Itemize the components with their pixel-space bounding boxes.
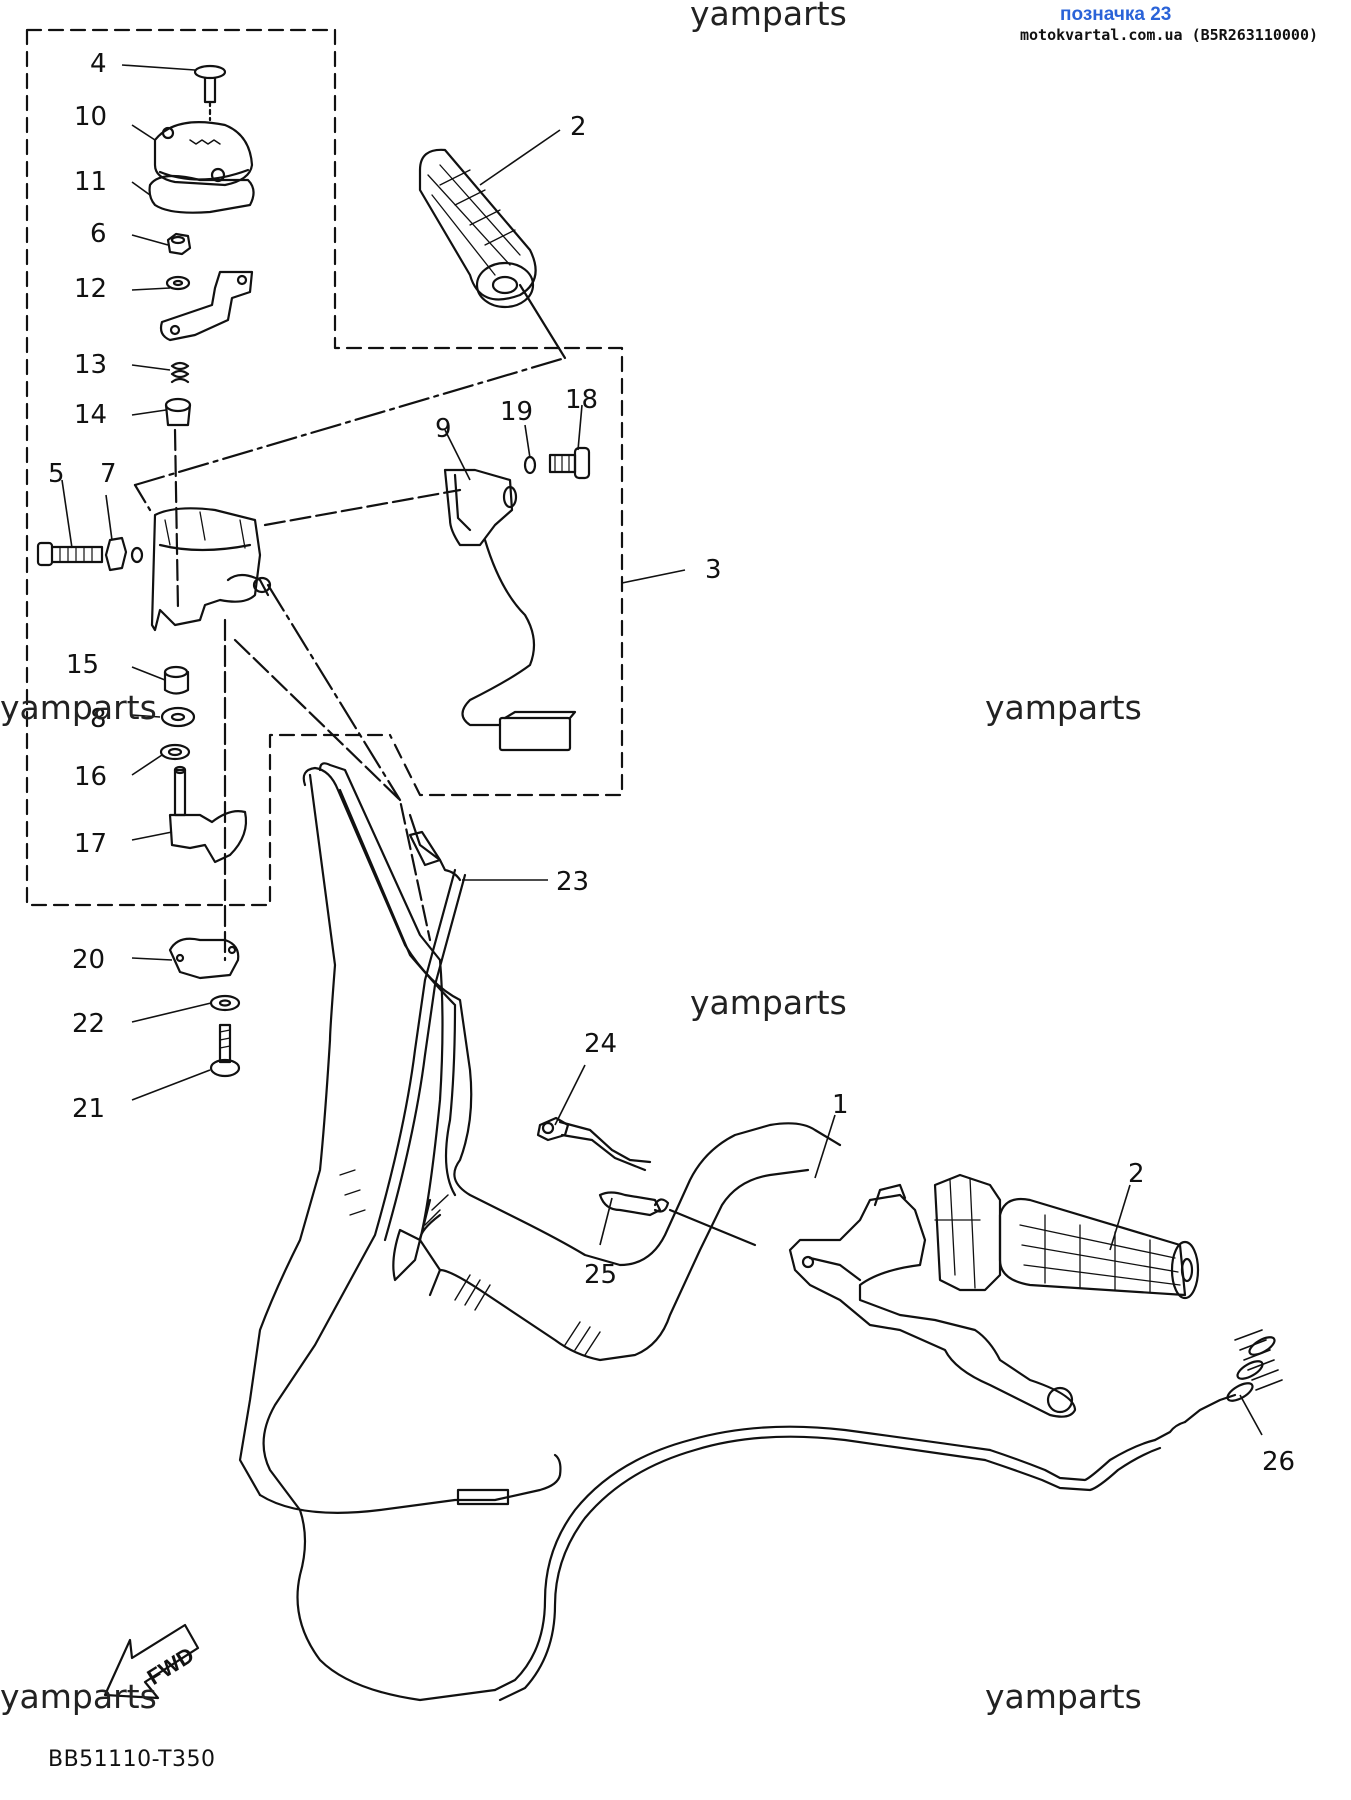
switch-cover-10 xyxy=(153,121,254,187)
screw-18 xyxy=(548,446,591,480)
watermark: yamparts xyxy=(0,688,157,727)
assembly-centerline-2 xyxy=(133,483,152,512)
throttle-assembly-outline xyxy=(388,346,624,797)
callout-9: 9 xyxy=(435,414,452,444)
bolt-5 xyxy=(36,541,104,567)
watermark: yamparts xyxy=(0,1677,157,1716)
callout-22: 22 xyxy=(72,1009,105,1039)
leader-lines xyxy=(61,64,1263,1436)
washer-8 xyxy=(160,706,196,728)
screw-4 xyxy=(193,64,227,122)
collar-14 xyxy=(164,397,192,427)
switch-cable xyxy=(238,762,562,1514)
collar-15 xyxy=(163,665,190,695)
header-site-code: motokvartal.com.ua (B5R263110000) xyxy=(1020,26,1319,44)
callout-2-top: 2 xyxy=(570,112,587,142)
callout-14: 14 xyxy=(74,400,107,430)
switch-subassembly-outline xyxy=(25,28,392,907)
callouts: 4 10 11 6 12 13 14 5 7 15 8 16 17 20 22 … xyxy=(48,49,1295,1690)
callout-2-bottom: 2 xyxy=(1128,1159,1145,1189)
gasket-11 xyxy=(148,174,255,214)
assembly-centerline-6 xyxy=(233,638,432,942)
fwd-arrow xyxy=(103,1623,200,1700)
washer-19 xyxy=(523,455,537,475)
throttle-lever-17 xyxy=(168,765,248,864)
callout-5: 5 xyxy=(48,459,65,489)
adjuster-25 xyxy=(598,1191,670,1217)
nut-7 xyxy=(104,536,144,572)
callout-26: 26 xyxy=(1262,1447,1295,1477)
callout-1: 1 xyxy=(832,1090,849,1120)
watermark: yamparts xyxy=(985,688,1142,727)
callout-12: 12 xyxy=(74,274,107,304)
callout-18: 18 xyxy=(565,385,598,415)
handlebar-1 xyxy=(302,766,842,1362)
callout-19: 19 xyxy=(500,397,533,427)
spring-13 xyxy=(170,361,190,384)
throttle-housing xyxy=(150,507,272,632)
callout-15: 15 xyxy=(66,650,99,680)
grip-2-bottom xyxy=(998,1197,1200,1300)
nut-6 xyxy=(166,232,192,256)
grip-subassembly-outline xyxy=(333,28,567,350)
switch-9 xyxy=(443,468,518,547)
assembly-centerline-5 xyxy=(263,488,462,527)
callout-16: 16 xyxy=(74,762,107,792)
strap-bolt-24 xyxy=(536,1116,652,1172)
holder-20 xyxy=(168,937,240,980)
callout-6: 6 xyxy=(90,219,107,249)
washer-22 xyxy=(209,994,241,1012)
watermark: yamparts xyxy=(690,983,847,1022)
washer-16 xyxy=(159,743,191,761)
callout-25: 25 xyxy=(584,1260,617,1290)
callout-8: 8 xyxy=(90,704,107,734)
callout-7: 7 xyxy=(100,459,117,489)
switch-wire xyxy=(461,538,577,752)
callout-24: 24 xyxy=(584,1029,617,1059)
callout-20: 20 xyxy=(72,945,105,975)
watermark: yamparts xyxy=(690,0,847,33)
assembly-centerline-9 xyxy=(668,1208,757,1247)
throttle-cable-23 xyxy=(262,813,497,1702)
assembly-centerline-3 xyxy=(173,428,180,612)
callout-21: 21 xyxy=(72,1094,105,1124)
diagram-code: BB51110-T350 xyxy=(48,1747,216,1772)
bracket-12 xyxy=(159,270,254,342)
callout-3: 3 xyxy=(705,555,722,585)
lever-assembly xyxy=(788,1173,1077,1418)
callout-17: 17 xyxy=(74,829,107,859)
watermark: yamparts xyxy=(985,1677,1142,1716)
clutch-cable-26 xyxy=(493,1329,1283,1702)
screw-21 xyxy=(209,1023,241,1078)
callout-23: 23 xyxy=(556,867,589,897)
header-reference: позначка 23 xyxy=(1060,4,1172,25)
grip-2-top xyxy=(418,148,537,309)
callout-13: 13 xyxy=(74,350,107,380)
callout-4: 4 xyxy=(90,49,107,79)
callout-10: 10 xyxy=(74,102,107,132)
assembly-centerline xyxy=(133,356,567,487)
callout-11: 11 xyxy=(74,167,107,197)
assembly-centerline-7 xyxy=(266,583,402,802)
